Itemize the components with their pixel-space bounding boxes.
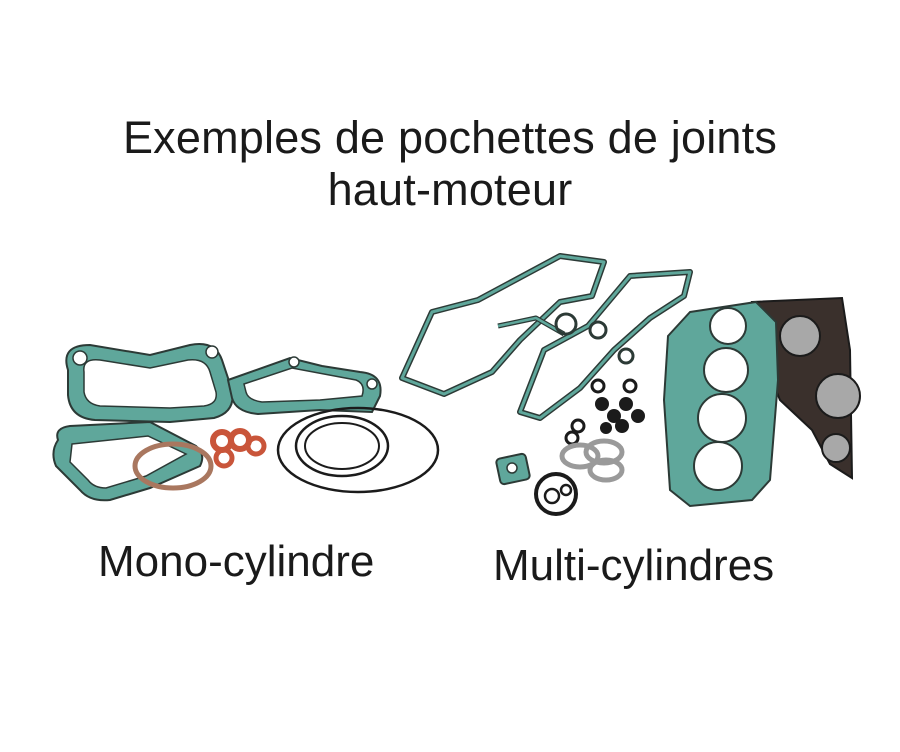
mono-cylinder-kit-image — [52, 343, 440, 502]
cylinder-head-gasket — [662, 300, 780, 508]
small-fittings — [495, 418, 586, 516]
mono-cylinder-caption: Mono-cylindre — [98, 537, 375, 586]
base-gasket — [65, 343, 234, 424]
multi-cylinder-kit-image — [399, 253, 861, 516]
copper-seals — [210, 428, 267, 469]
cork-ring — [132, 441, 214, 491]
o-rings — [276, 406, 440, 494]
metal-rings — [559, 438, 625, 483]
page-title: Exemples de pochettes de joints haut-mot… — [0, 112, 900, 216]
valve-cover-gaskets — [399, 253, 693, 421]
title-line-1: Exemples de pochettes de joints — [122, 112, 778, 163]
multi-cylinder-caption: Multi-cylindres — [493, 541, 775, 590]
cylinder-gasket — [52, 420, 204, 502]
exhaust-gasket — [226, 356, 382, 416]
valve-stem-seals — [590, 378, 645, 434]
title-line-2: haut-moteur — [327, 164, 573, 215]
